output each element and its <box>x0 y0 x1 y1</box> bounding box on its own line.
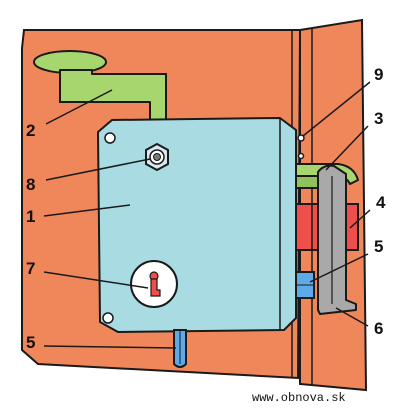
screw-top-left <box>104 132 116 144</box>
callout-5-right: 5 <box>374 237 383 256</box>
screw-bottom-left <box>102 312 114 324</box>
callout-9: 9 <box>374 65 383 84</box>
leader-9 <box>302 81 371 137</box>
leader-5-bottom <box>43 345 177 349</box>
door-handle <box>33 50 167 121</box>
lock-body <box>97 117 297 333</box>
leader-6 <box>335 307 369 327</box>
watermark: www.obnova.sk <box>252 391 346 405</box>
leader-lines <box>43 81 371 349</box>
keyhole <box>130 260 178 308</box>
leader-8 <box>45 158 151 181</box>
callout-3: 3 <box>374 109 383 128</box>
leader-7 <box>43 271 149 289</box>
leader-2 <box>45 89 113 125</box>
thumb-turn-nut <box>145 142 169 172</box>
leader-4 <box>349 209 371 229</box>
striker-plate <box>317 164 357 315</box>
leader-1 <box>43 204 131 217</box>
callout-4: 4 <box>376 193 386 212</box>
leader-5-right <box>309 253 369 283</box>
side-plate-screw-lower <box>297 152 305 160</box>
bottom-latch <box>173 329 187 368</box>
callout-5-bottom: 5 <box>26 333 35 352</box>
callout-6: 6 <box>374 319 383 338</box>
side-plate-screw <box>297 134 305 142</box>
leader-3 <box>325 125 369 171</box>
callout-8: 8 <box>26 175 35 194</box>
callout-1: 1 <box>26 207 35 226</box>
callout-2: 2 <box>26 121 35 140</box>
callout-7: 7 <box>26 259 35 278</box>
night-latch <box>295 271 315 299</box>
